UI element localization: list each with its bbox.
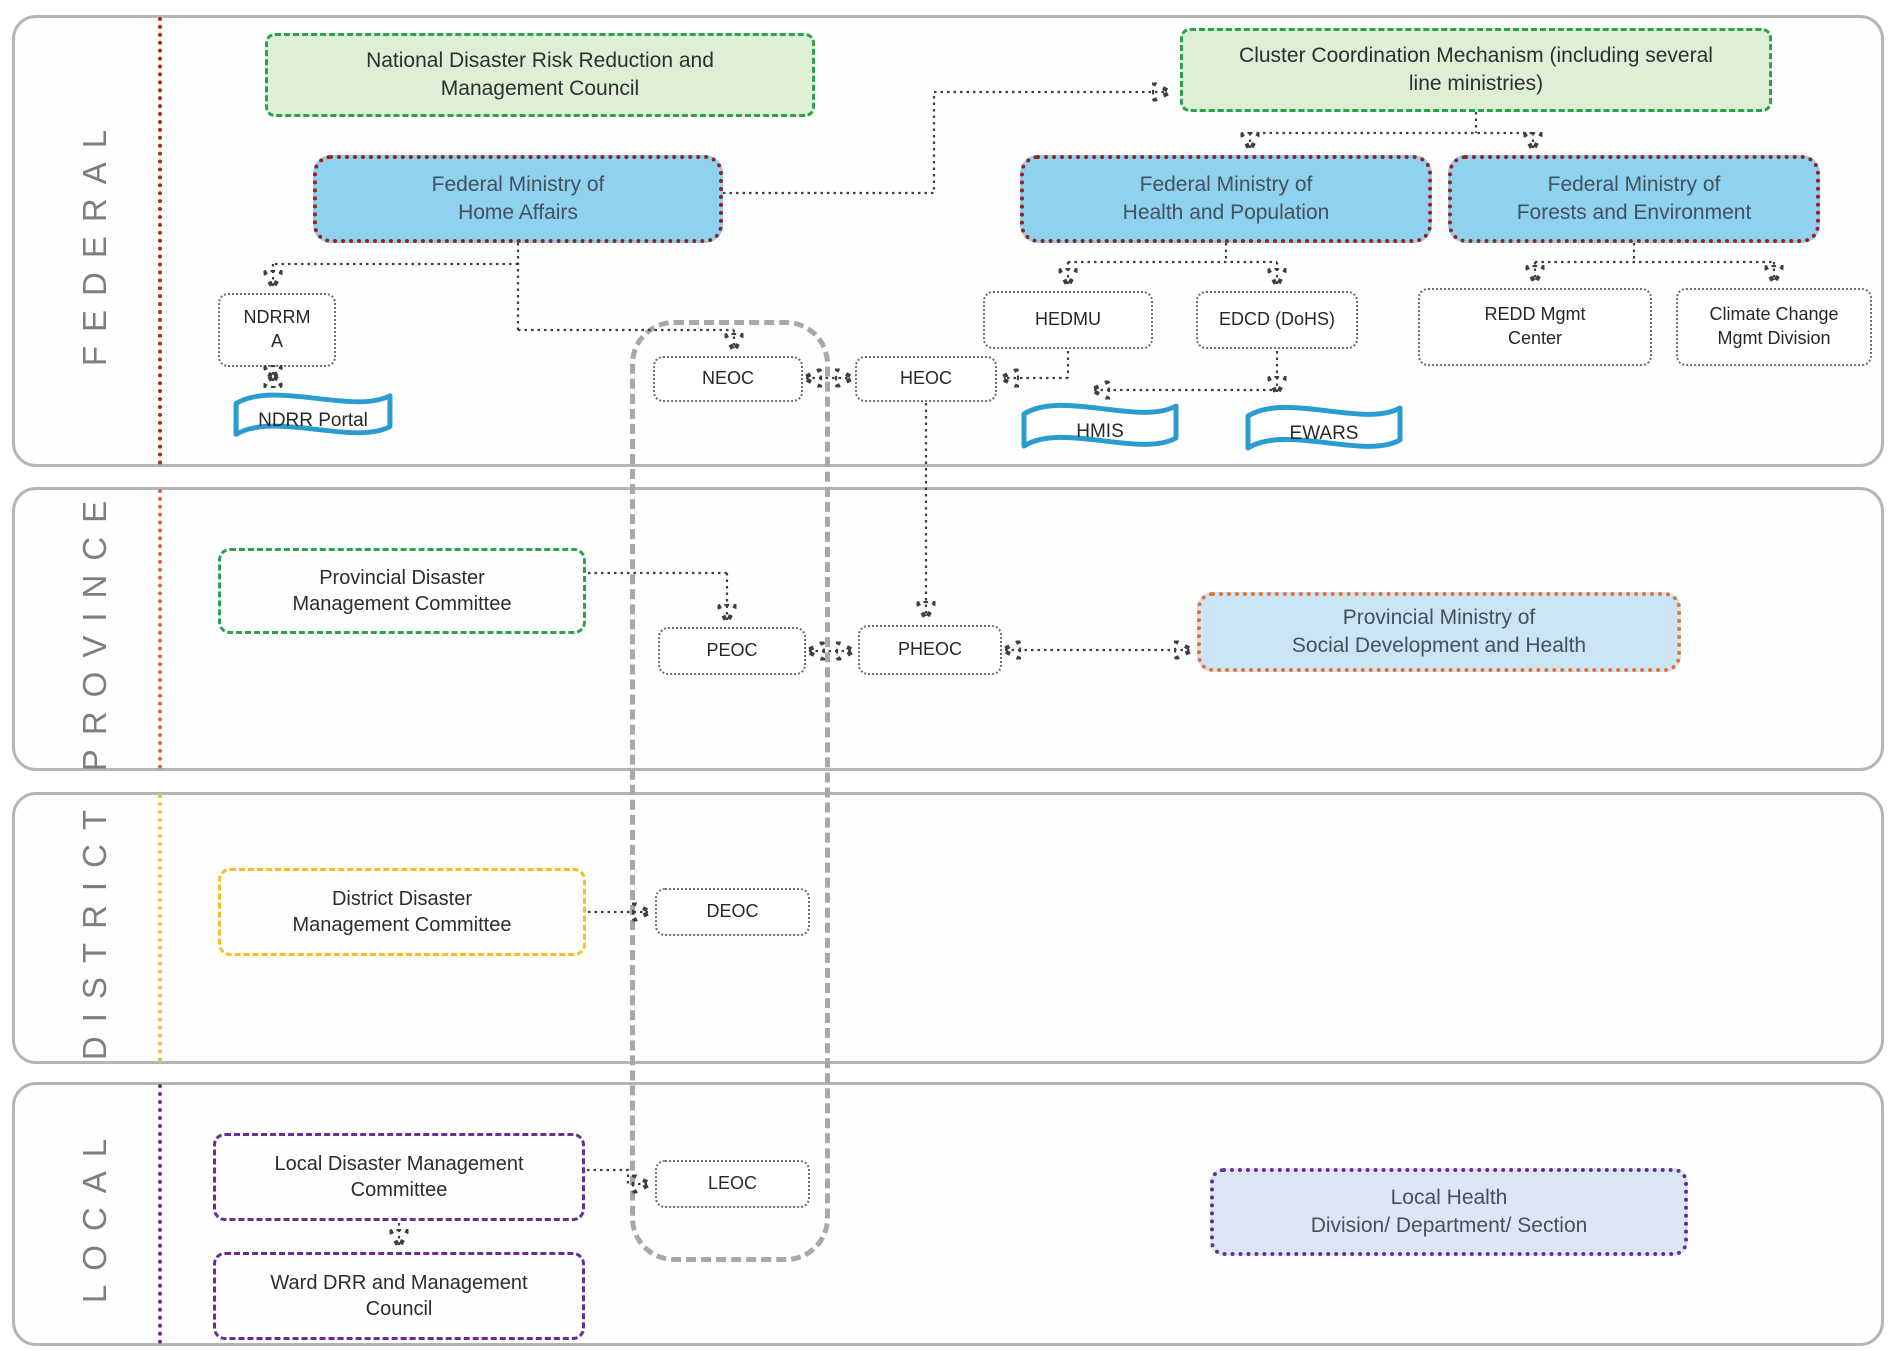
- node-hmis: HMIS: [1018, 396, 1182, 458]
- band-label-province: PROVINCE: [76, 486, 113, 772]
- node-label: Ward DRR and Management Council: [270, 1271, 528, 1320]
- node-ndrrma: NDRRM A: [218, 293, 336, 367]
- node-ewars: EWARS: [1242, 398, 1406, 460]
- node-hedmu: HEDMU: [983, 291, 1153, 349]
- node-label: Federal Ministry of Home Affairs: [431, 173, 605, 224]
- node-district-disaster-management-committee: District Disaster Management Committee: [218, 868, 586, 956]
- local-guide-line: [158, 1084, 162, 1344]
- node-label: EDCD (DoHS): [1218, 309, 1335, 330]
- node-cluster-coordination-mechanism: Cluster Coordination Mechanism (includin…: [1180, 28, 1772, 112]
- node-label: PEOC: [706, 640, 758, 661]
- node-label: NDRR Portal: [258, 409, 368, 431]
- hmis-flag-shape: [1021, 402, 1179, 449]
- node-label: Local Disaster Management Committee: [274, 1152, 524, 1201]
- node-peoc: PEOC: [658, 627, 806, 675]
- node-label: PHEOC: [897, 639, 962, 660]
- district-guide-line: [158, 794, 162, 1062]
- node-heoc: HEOC: [855, 356, 997, 402]
- node-label: Climate Change Mgmt Division: [1709, 304, 1839, 348]
- node-pheoc: PHEOC: [858, 625, 1002, 675]
- node-label: HMIS: [1076, 420, 1124, 442]
- node-deoc: DEOC: [655, 888, 810, 936]
- node-provincial-disaster-management-committee: Provincial Disaster Management Committee: [218, 548, 586, 634]
- node-federal-ministry-home-affairs: Federal Ministry of Home Affairs: [313, 155, 723, 243]
- node-redd-mgmt-center: REDD Mgmt Center: [1418, 288, 1652, 366]
- federal-guide-line: [158, 17, 162, 465]
- node-federal-ministry-health-population: Federal Ministry of Health and Populatio…: [1020, 155, 1432, 243]
- band-label-local: LOCAL: [76, 1124, 113, 1304]
- node-provincial-ministry-social-development-health: Provincial Ministry of Social Developmen…: [1197, 592, 1681, 672]
- node-label: REDD Mgmt Center: [1484, 304, 1586, 348]
- node-climate-change-mgmt-division: Climate Change Mgmt Division: [1676, 288, 1872, 366]
- node-edcd-dohs: EDCD (DoHS): [1196, 291, 1358, 349]
- node-label: NEOC: [701, 368, 754, 389]
- node-label: Federal Ministry of Forests and Environm…: [1516, 173, 1752, 224]
- node-local-health-division: Local Health Division/ Department/ Secti…: [1210, 1168, 1688, 1256]
- node-label: Local Health Division/ Department/ Secti…: [1310, 1186, 1588, 1237]
- node-label: LEOC: [707, 1173, 758, 1194]
- node-national-drrm-council: National Disaster Risk Reduction and Man…: [265, 33, 815, 117]
- node-label: EWARS: [1289, 422, 1359, 444]
- node-ndrr-portal: NDRR Portal: [230, 386, 396, 446]
- node-leoc: LEOC: [655, 1160, 810, 1208]
- ewars-flag-shape: [1245, 404, 1403, 451]
- node-label: NDRRM A: [243, 307, 311, 351]
- node-label: DEOC: [706, 901, 759, 922]
- eoc-column-container: [630, 320, 830, 1262]
- node-federal-ministry-forests-environment: Federal Ministry of Forests and Environm…: [1448, 155, 1820, 243]
- band-label-federal: FEDERAL: [76, 115, 113, 367]
- node-label: Provincial Ministry of Social Developmen…: [1291, 606, 1587, 657]
- node-neoc: NEOC: [653, 356, 803, 402]
- node-label: Federal Ministry of Health and Populatio…: [1122, 173, 1330, 224]
- node-label: District Disaster Management Committee: [292, 887, 512, 936]
- band-label-district: DISTRICT: [76, 795, 113, 1061]
- node-local-disaster-management-committee: Local Disaster Management Committee: [213, 1133, 585, 1221]
- node-label: National Disaster Risk Reduction and Man…: [366, 49, 714, 100]
- node-label: HEDMU: [1035, 309, 1101, 330]
- node-label: Provincial Disaster Management Committee: [292, 566, 512, 615]
- node-ward-drr-management-council: Ward DRR and Management Council: [213, 1252, 585, 1340]
- province-guide-line: [158, 489, 162, 769]
- node-label: Cluster Coordination Mechanism (includin…: [1239, 44, 1713, 95]
- node-label: HEOC: [899, 368, 952, 389]
